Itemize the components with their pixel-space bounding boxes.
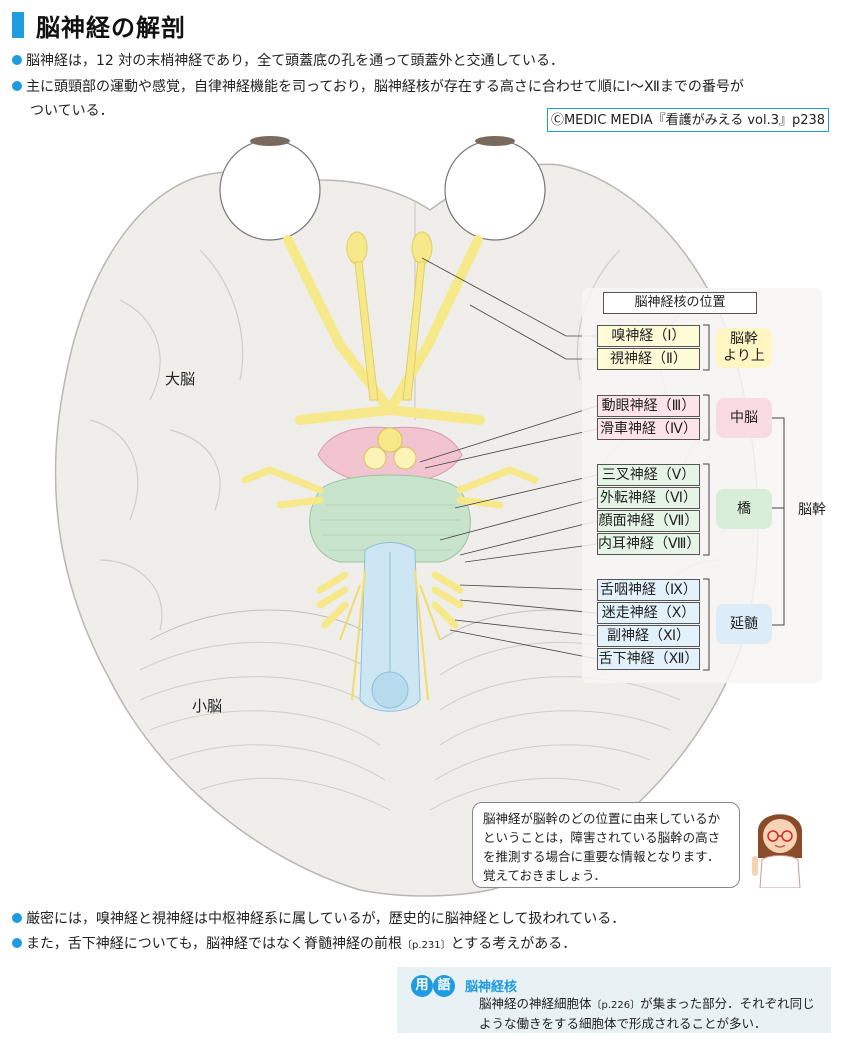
left-eyeball [219,139,321,241]
credit-label: ⒸMEDIC MEDIA『看護がみえる vol.3』p238 [547,108,829,132]
pointer-lines [419,257,598,660]
rootlets [339,569,441,701]
nerve-label-IV: 滑車神経（Ⅳ） [597,418,700,440]
region-above-line2: より上 [723,348,765,364]
page-ref-text: p.231 [412,940,441,951]
region-midbrain: 中脳 [716,398,772,438]
bullet-text: 脳神経は，12 対の末梢神経であり，全て頭蓋底の孔を通って頭蓋外と交通している． [26,53,565,69]
glossary-desc-text: 脳神経の神経細胞体 [479,996,592,1011]
bullet-continuation: ついている． [30,103,114,119]
bullet-dot-icon [12,938,22,948]
pituitary [377,427,403,453]
glossary-description: 脳神経の神経細胞体〔p.226〕が集まった部分．それぞれ同じような働きをする細胞… [479,995,819,1033]
nerve-label-VI: 外転神経（Ⅵ） [597,487,700,509]
bullet-item: 脳神経は，12 対の末梢神経であり，全て頭蓋底の孔を通って頭蓋外と交通している． [12,50,564,72]
nerve-label-II: 視神経（Ⅱ） [597,348,700,370]
legend-title: 脳神経核の位置 [603,292,757,314]
page-header: 脳神経の解剖 [12,8,832,42]
legend-brackets [703,324,785,671]
region-medulla: 延髄 [716,604,772,644]
right-eyeball [444,139,546,241]
lateral-nerve-branches [241,466,539,629]
bullet-item: 主に頭頸部の運動や感覚，自律神経機能を司っており，脳神経核が存在する高さに合わせ… [12,76,744,98]
glossary-badge-2: 語 [433,975,455,997]
left-pupil [250,136,290,146]
region-pons: 橋 [716,489,772,529]
right-pupil [475,136,515,146]
glossary-term: 脳神経核 [465,980,518,995]
mammillary-right [393,446,417,470]
label-cerebellum: 小脳 [192,697,223,715]
nerve-label-XI: 副神経（Ⅺ） [597,625,700,647]
nerve-label-III: 動眼神経（Ⅲ） [597,395,700,417]
bullet-item: また，舌下神経についても，脳神経ではなく脊髄神経の前根〔p.231〕とする考えが… [12,933,576,957]
bullet-text: また，舌下神経についても，脳神経ではなく脊髄神経の前根 [26,936,403,952]
nurse-avatar-icon [752,814,803,888]
bullet-text: 厳密には，嗅神経と視神経は中枢神経系に属しているが，歴史的に脳神経として扱われて… [26,911,626,927]
page-ref-text: p.226 [601,1000,631,1011]
speech-note: 脳神経が脳幹のどの位置に由来しているかということは，障害されている脳幹の高さを推… [472,802,740,888]
label-cerebrum: 大脳 [165,370,196,388]
bullet-text: 主に頭頸部の運動や感覚，自律神経機能を司っており，脳神経核が存在する高さに合わせ… [26,79,744,95]
nerve-label-IX: 舌咽神経（Ⅸ） [597,579,700,601]
glossary-desc-text: が集まった部分．それぞれ同じような働きをする細胞体で形成されることが多い． [479,996,815,1031]
title-accent-bar [12,12,24,38]
region-above-brainstem: 脳幹 より上 [716,328,772,368]
region-brainstem: 脳幹 [798,502,826,518]
olfactory-nerves [346,231,433,401]
nerve-label-X: 迷走神経（Ⅹ） [597,602,700,624]
nerve-label-V: 三叉神経（Ⅴ） [597,464,700,486]
region-above-line1: 脳幹 [730,331,758,347]
bullet-dot-icon [12,81,22,91]
glossary-box: 用 語 脳神経核 脳神経の神経細胞体〔p.226〕が集まった部分．それぞれ同じよ… [397,967,831,1033]
bullet-dot-icon [12,55,22,65]
bullet-dot-icon [12,913,22,923]
nerve-label-VIII: 内耳神経（Ⅷ） [597,533,700,555]
nerve-label-I: 嗅神経（Ⅰ） [597,325,700,347]
nerve-label-XII: 舌下神経（Ⅻ） [597,648,700,670]
page-title: 脳神経の解剖 [36,14,186,42]
glossary-badge-1: 用 [411,975,433,997]
cerebellum [139,609,681,811]
spinal-cord-section [371,671,409,709]
mammillary-left [363,446,387,470]
bullet-item: 厳密には，嗅神経と視神経は中枢神経系に属しているが，歴史的に脳神経として扱われて… [12,908,625,930]
pons [309,474,471,563]
nerve-label-VII: 顔面神経（Ⅶ） [597,510,700,532]
page-ref[interactable]: 〔p.231〕 [402,940,451,951]
bullet-text: とする考えがある． [450,936,577,952]
page-ref[interactable]: 〔p.226〕 [591,1000,641,1011]
